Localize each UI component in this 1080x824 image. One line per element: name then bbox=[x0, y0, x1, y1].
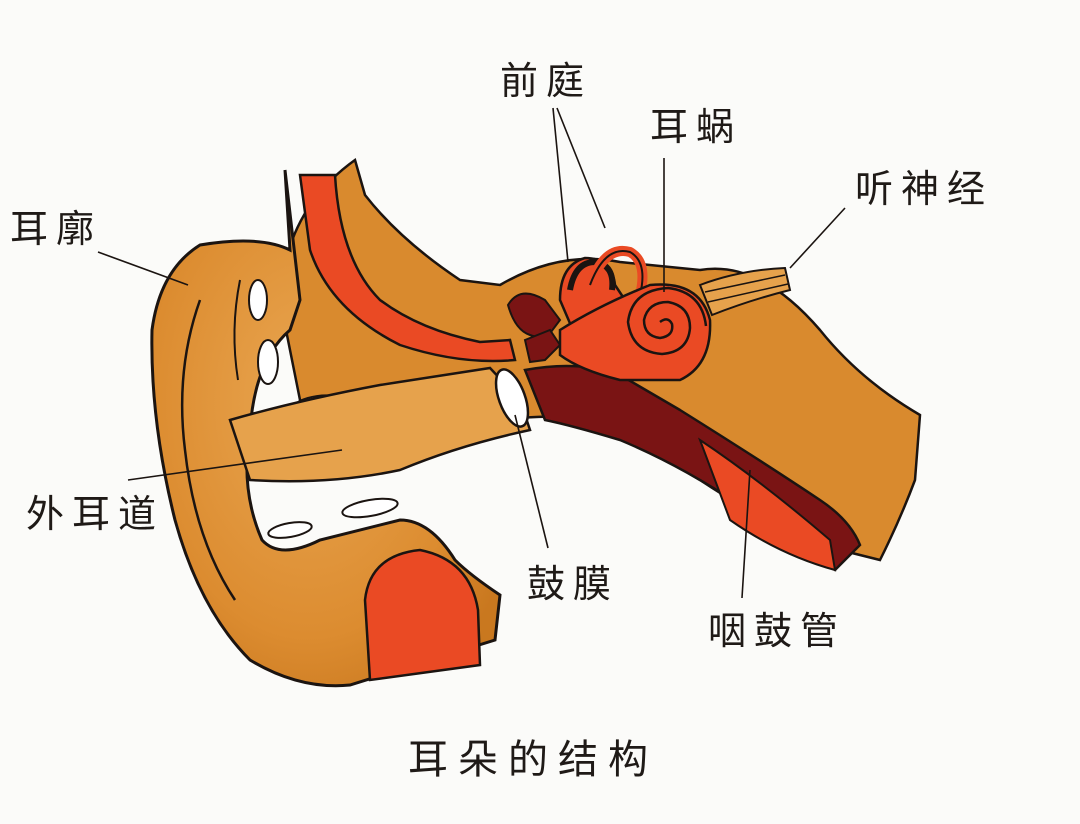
cochlea-shape bbox=[558, 283, 712, 382]
cochlea-spiral bbox=[626, 286, 708, 356]
auditory-nerve-fiber bbox=[704, 274, 786, 293]
auditory-nerve-fiber bbox=[707, 283, 789, 303]
label-eustachian-tube: 咽鼓管 bbox=[708, 609, 847, 653]
auricle-fold bbox=[233, 279, 241, 381]
eustachian-tube-lining bbox=[697, 437, 837, 572]
highlight bbox=[341, 497, 399, 519]
label-ear-canal: 外耳道 bbox=[26, 492, 165, 536]
label-eardrum: 鼓膜 bbox=[527, 562, 620, 606]
leader-line-auricle bbox=[97, 251, 189, 286]
leader-line-vestibule-2 bbox=[556, 107, 606, 229]
highlight bbox=[267, 521, 313, 539]
leader-line-ear-canal bbox=[127, 449, 343, 481]
label-vestibule: 前庭 bbox=[500, 59, 593, 103]
diagram-title: 耳朵的结构 bbox=[408, 737, 658, 783]
leader-line-eustachian-tube bbox=[741, 469, 751, 599]
auditory-nerve-shape bbox=[698, 266, 792, 317]
label-auditory-nerve: 听神经 bbox=[855, 167, 994, 211]
leader-line-auditory-nerve bbox=[789, 207, 846, 269]
ossicles bbox=[523, 328, 562, 364]
red-vessel bbox=[298, 173, 517, 363]
ossicles bbox=[506, 292, 562, 342]
highlight bbox=[248, 279, 268, 321]
auricle-fold bbox=[180, 299, 237, 601]
red-tissue-bottom bbox=[363, 548, 482, 682]
label-cochlea: 耳蜗 bbox=[650, 105, 743, 149]
eardrum-shape bbox=[494, 368, 530, 428]
leader-line-eardrum bbox=[514, 414, 549, 549]
semicircular-canal bbox=[589, 249, 644, 296]
leader-line-vestibule-1 bbox=[552, 107, 569, 263]
ear-canal-shape bbox=[228, 366, 532, 483]
highlight bbox=[257, 339, 279, 385]
label-auricle: 耳廓 bbox=[10, 207, 103, 251]
semicircular-canal bbox=[567, 258, 616, 291]
